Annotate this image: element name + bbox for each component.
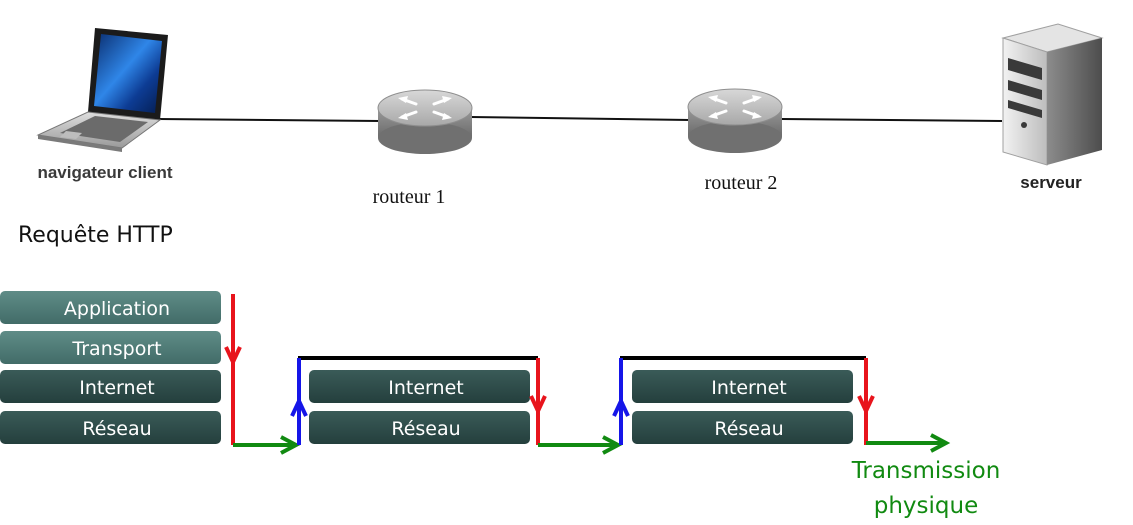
laptop-icon — [36, 28, 168, 152]
router-icon-1 — [377, 89, 473, 154]
layer-reseau-label: Réseau — [82, 418, 151, 440]
server-label: serveur — [1020, 173, 1082, 192]
router1-internet-box — [309, 370, 530, 403]
router1-down-arrow — [529, 358, 547, 445]
router2-reseau-label: Réseau — [714, 418, 783, 440]
layer-internet-label: Internet — [79, 377, 154, 399]
client-stack: Application Transport Internet Réseau — [0, 291, 221, 444]
link-router2-server — [781, 118, 1003, 122]
router2-up-arrow — [612, 358, 630, 445]
router1-reseau-label: Réseau — [391, 418, 460, 440]
router2-reseau-box — [632, 411, 853, 444]
router1-reseau-box — [309, 411, 530, 444]
router1-up-arrow — [290, 358, 308, 445]
layer-reseau-box — [0, 411, 221, 444]
router2-stack: Internet Réseau — [632, 370, 853, 444]
router2-label: routeur 2 — [705, 172, 778, 194]
transmission-label-line1: Transmission — [851, 458, 1001, 484]
request-title: Requête HTTP — [18, 223, 173, 248]
physical-arrow-1 — [233, 435, 301, 455]
transmission-label-line2: physique — [874, 493, 979, 519]
router1-internet-label: Internet — [388, 377, 463, 399]
layer-transport-box — [0, 331, 221, 364]
router-icon-2 — [687, 88, 783, 153]
router2-down-arrow — [857, 358, 875, 445]
router2-internet-label: Internet — [711, 377, 786, 399]
router1-stack: Internet Réseau — [309, 370, 530, 444]
client-down-arrow — [224, 294, 242, 445]
client-label: navigateur client — [37, 163, 172, 182]
link-router1-router2 — [469, 116, 691, 121]
router1-label: routeur 1 — [373, 186, 446, 208]
router2-internet-box — [632, 370, 853, 403]
link-client-router1 — [157, 118, 381, 122]
physical-arrow-2 — [538, 435, 623, 455]
server-icon — [1001, 23, 1104, 166]
layer-transport-label: Transport — [71, 338, 161, 360]
network-links — [157, 116, 1003, 122]
layer-application-box — [0, 291, 221, 324]
layer-internet-box — [0, 370, 221, 403]
layer-application-label: Application — [64, 298, 170, 320]
physical-arrow-3 — [866, 433, 951, 453]
